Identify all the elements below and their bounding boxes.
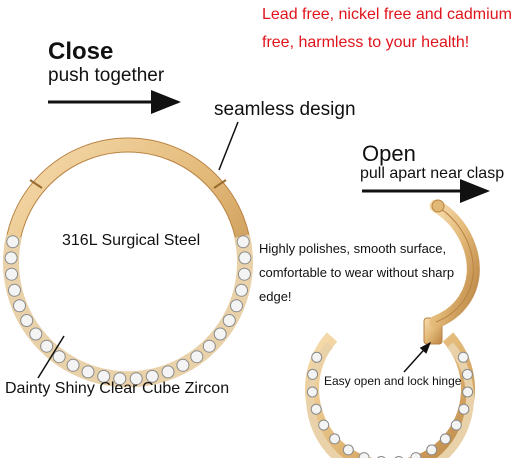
- open-subtitle: pull apart near clasp: [360, 165, 505, 182]
- material-label: 316L Surgical Steel: [62, 232, 201, 249]
- zircon-stone: [113, 372, 127, 386]
- hinge-label: Easy open and lock hinge: [324, 374, 462, 388]
- closed-ring: [3, 137, 253, 388]
- zircon-stone: [176, 358, 190, 372]
- zircon-stone: [40, 339, 54, 353]
- open-title: Open: [362, 141, 416, 166]
- zircon-stone: [450, 419, 462, 431]
- notice-line-1: Lead free, nickel free and cadmium: [262, 6, 512, 23]
- seamless-pointer: [218, 121, 239, 171]
- zircon-stone: [230, 299, 243, 313]
- zircon-stone: [458, 403, 470, 415]
- zircon-stone: [5, 267, 19, 281]
- close-title: Close: [48, 38, 114, 65]
- zircon-stone: [358, 452, 370, 458]
- zircon-pointer: [37, 335, 65, 379]
- zircon-stone: [8, 283, 21, 297]
- zircon-stone: [222, 314, 236, 327]
- zircon-stone: [439, 433, 451, 445]
- zircon-stone: [306, 386, 318, 398]
- zircon-stone: [311, 351, 323, 363]
- zircon-stone: [342, 444, 354, 456]
- zircon-stone: [129, 372, 143, 386]
- zircon-stone: [29, 327, 43, 341]
- zircon-stone: [66, 358, 80, 372]
- zircon-stone: [426, 444, 438, 456]
- zircon-stone: [6, 235, 20, 249]
- zircon-stone: [202, 339, 216, 353]
- zircon-stone: [145, 369, 159, 383]
- zircon-stone: [237, 267, 251, 281]
- zircon-stone: [97, 369, 111, 383]
- seamless-design-label: seamless design: [214, 99, 356, 120]
- feature-line-3: edge!: [259, 289, 292, 304]
- zircon-stone: [4, 251, 18, 265]
- feature-line-1: Highly polishes, smooth surface,: [259, 241, 447, 256]
- zircon-stone: [81, 365, 95, 379]
- zircon-label: Dainty Shiny Clear Cube Zircon: [5, 380, 230, 397]
- hinge-pointer: [403, 341, 432, 373]
- notice-line-2: free, harmless to your health!: [262, 34, 470, 51]
- zircon-stone: [235, 283, 248, 297]
- zircon-stone: [310, 403, 322, 415]
- zircon-stone: [238, 251, 252, 265]
- zircon-stone: [213, 327, 227, 341]
- zircon-stone: [410, 452, 422, 458]
- zircon-stone: [462, 386, 474, 398]
- zircon-stone: [52, 350, 66, 364]
- zircon-stone: [461, 368, 473, 380]
- feature-line-2: comfortable to wear without sharp: [259, 265, 455, 280]
- zircon-stone: [161, 365, 175, 379]
- zircon-stone: [236, 235, 250, 249]
- close-subtitle: push together: [48, 65, 165, 86]
- zircon-stone: [13, 299, 26, 313]
- zircon-stone: [20, 314, 34, 327]
- zircon-stone: [190, 350, 204, 364]
- zircon-stone: [457, 351, 469, 363]
- zircon-stone: [329, 433, 341, 445]
- open-ring: [305, 199, 480, 458]
- zircon-stone: [318, 419, 330, 431]
- zircon-stone: [307, 368, 319, 380]
